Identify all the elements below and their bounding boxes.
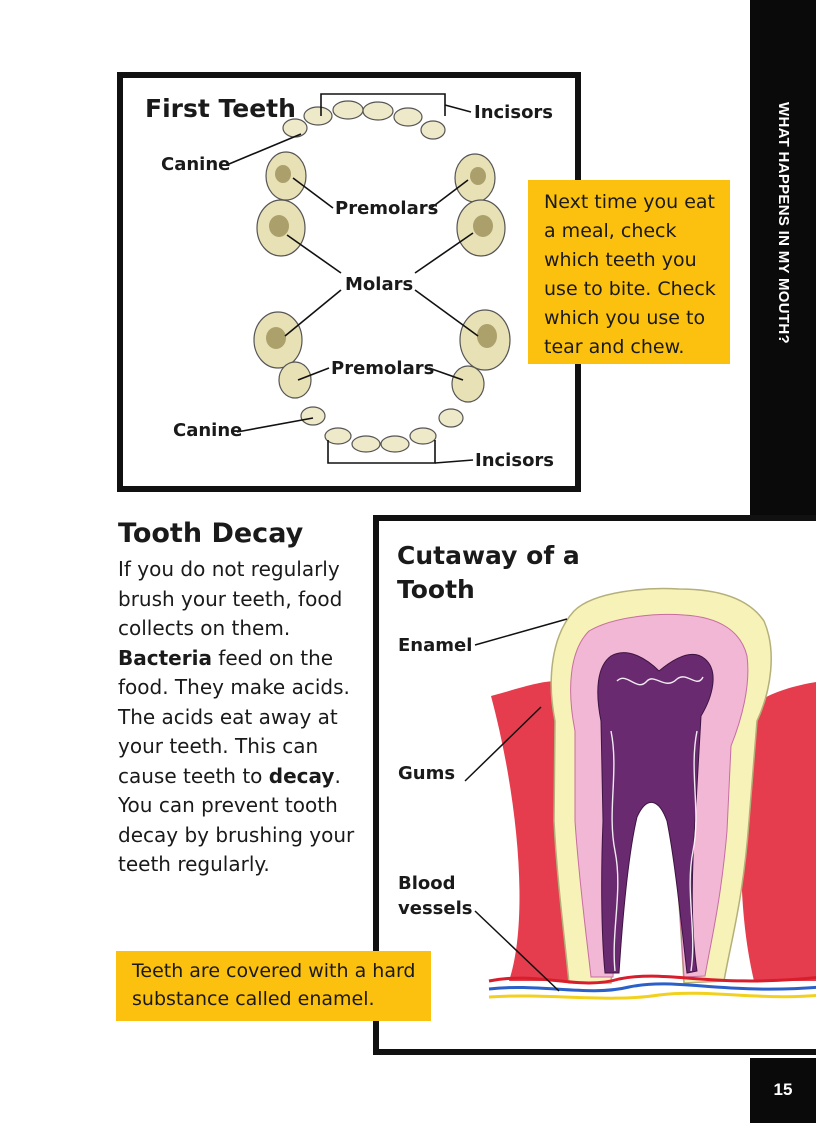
tooth-pulp	[597, 652, 714, 974]
enamel-label: Enamel	[398, 635, 473, 656]
gums-label: Gums	[398, 763, 456, 784]
upper-incisor-tooth	[332, 100, 364, 120]
cutaway-title: Cutaway of a Tooth	[397, 541, 580, 604]
bacteria-term: Bacteria	[118, 645, 212, 670]
tooth-decay-heading: Tooth Decay	[118, 518, 304, 549]
meal-tip-text: Next time you eat a meal, check which te…	[544, 191, 716, 358]
enamel-tip-text: Teeth are covered with a hard substance …	[132, 960, 416, 1010]
blood-vessels-leader-line	[474, 910, 560, 992]
tooth-cross-section-illustration	[464, 587, 816, 1000]
decay-text-part: feed on the food. They make acids. The a…	[118, 645, 350, 788]
premolars-top-label: Premolars	[335, 198, 439, 219]
first-teeth-title: First Teeth	[145, 94, 296, 123]
enamel-tip-box: Teeth are covered with a hard substance …	[116, 951, 431, 1021]
page-number: 15	[773, 1080, 793, 1099]
molars-label: Molars	[345, 274, 414, 295]
lower-premolar-tooth	[278, 361, 312, 399]
lower-incisor-tooth	[324, 427, 352, 445]
lower-premolar-tooth	[451, 365, 485, 403]
gum-right	[741, 682, 816, 981]
chapter-title: WHAT HAPPENS IN MY MOUTH?	[775, 102, 792, 344]
premolars-bottom-label: Premolars	[331, 358, 435, 379]
lower-incisor-tooth	[409, 427, 437, 445]
upper-incisor-tooth	[362, 101, 394, 121]
lower-incisor-tooth	[380, 435, 410, 453]
enamel-leader-line	[474, 618, 568, 646]
teeth-arch-illustration	[228, 93, 511, 464]
canine-top-label: Canine	[161, 154, 231, 175]
lower-incisor-tooth	[351, 435, 381, 453]
decay-term: decay	[268, 763, 335, 788]
first-teeth-diagram: First Teeth Incisors Canine Premolars Mo…	[117, 72, 581, 492]
tooth-cutaway-diagram: Cutaway of a Tooth Enamel Gums Blood ves…	[373, 515, 816, 1055]
upper-incisor-tooth	[303, 106, 333, 126]
lower-canine-tooth	[438, 408, 464, 428]
incisors-top-label: Incisors	[474, 102, 554, 123]
decay-text-part: If you do not regularly brush your teeth…	[118, 557, 343, 640]
incisors-bottom-label: Incisors	[475, 450, 555, 471]
lower-canine-tooth	[300, 406, 326, 426]
tooth-decay-paragraph: If you do not regularly brush your teeth…	[118, 555, 363, 880]
blood-label: Blood	[398, 873, 456, 894]
decay-text-part: . You can prevent tooth decay by brushin…	[118, 763, 355, 877]
vessels-label: vessels	[398, 898, 473, 919]
page-number-box: 15	[750, 1058, 816, 1123]
gums-leader-line	[464, 706, 542, 782]
upper-incisor-tooth	[393, 107, 423, 127]
chapter-side-tab: WHAT HAPPENS IN MY MOUTH?	[750, 0, 816, 520]
lower-incisors-bracket	[327, 440, 436, 464]
upper-canine-tooth	[420, 120, 446, 140]
canine-bottom-label: Canine	[173, 420, 243, 441]
meal-tip-box: Next time you eat a meal, check which te…	[528, 180, 730, 364]
